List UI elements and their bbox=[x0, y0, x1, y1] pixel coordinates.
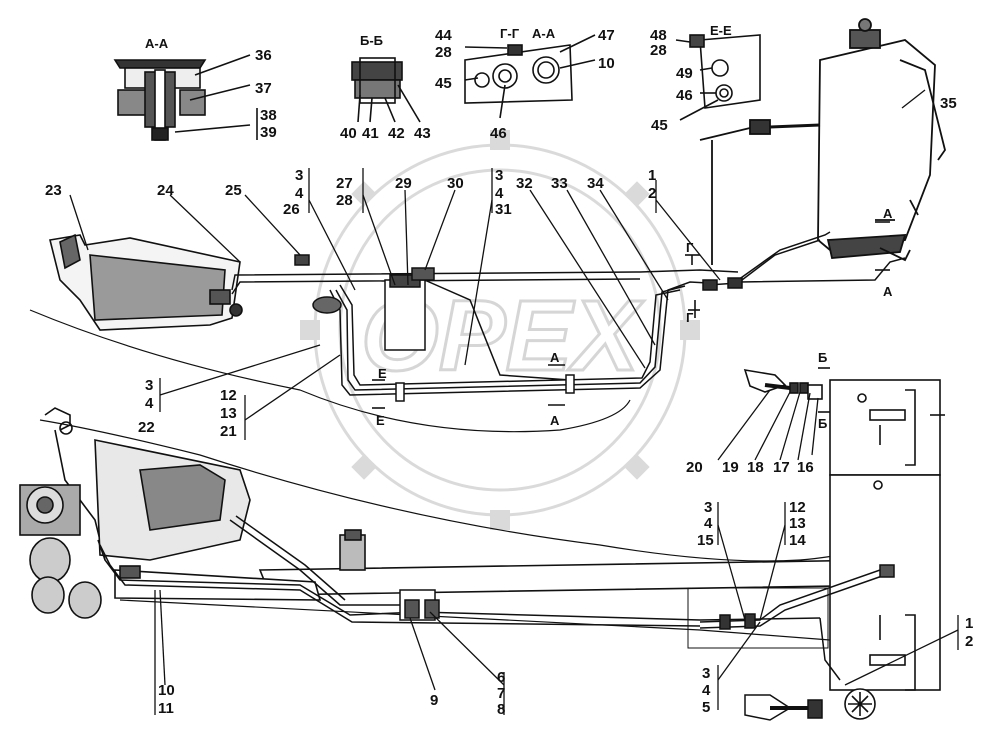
callout-23: 23 bbox=[45, 182, 62, 199]
callout-21: 21 bbox=[220, 423, 237, 440]
callout-9: 9 bbox=[430, 692, 438, 709]
frame-bracket-upper bbox=[743, 368, 945, 476]
callout-10-bot: 10 bbox=[158, 682, 175, 699]
callout-46-b: 46 bbox=[676, 87, 693, 104]
callout-40: 40 bbox=[340, 125, 357, 142]
leader-lines bbox=[69, 89, 959, 715]
mark-e-1: Е bbox=[378, 366, 387, 381]
mark-b-1: Б bbox=[818, 350, 827, 365]
callout-4-top-a: 4 bbox=[295, 185, 304, 202]
engine-block bbox=[29, 233, 631, 433]
callout-18: 18 bbox=[747, 459, 764, 476]
callout-3-mid: 3 bbox=[704, 499, 712, 516]
callout-43: 43 bbox=[414, 125, 431, 142]
callout-32: 32 bbox=[516, 175, 533, 192]
callout-2-bot: 2 bbox=[965, 633, 973, 650]
mark-g-2: Г bbox=[686, 310, 694, 325]
callout-5: 5 bbox=[702, 699, 710, 716]
callout-4-bot: 4 bbox=[702, 682, 711, 699]
fuel-tank-35 bbox=[699, 18, 946, 265]
upper-fuel-pipes bbox=[231, 231, 906, 402]
callout-2-top: 2 bbox=[648, 185, 656, 202]
callout-3-bot: 3 bbox=[702, 665, 710, 682]
callout-34: 34 bbox=[587, 175, 604, 192]
callout-33: 33 bbox=[551, 175, 568, 192]
callout-37: 37 bbox=[255, 80, 272, 97]
callout-20: 20 bbox=[686, 459, 703, 476]
detail-e-e bbox=[675, 34, 761, 121]
callout-4-mid: 4 bbox=[704, 515, 713, 532]
callout-7: 7 bbox=[497, 685, 505, 702]
callout-3-left: 3 bbox=[145, 377, 153, 394]
title-e-e: Е-Е bbox=[710, 23, 732, 38]
callout-28-b: 28 bbox=[435, 44, 452, 61]
callout-38: 38 bbox=[260, 107, 277, 124]
callout-4-top-b: 4 bbox=[495, 185, 504, 202]
mark-a-mid-1: А bbox=[550, 350, 560, 365]
detail-b-b bbox=[351, 57, 421, 123]
callout-numbers: 1 2 3 4 26 27 28 29 30 3 4 31 32 33 34 3… bbox=[45, 27, 973, 718]
engine-lower-left bbox=[19, 407, 366, 619]
mark-a-mid-2: А bbox=[550, 413, 560, 428]
section-cut-marks bbox=[372, 221, 890, 413]
section-titles: А-А Б-Б Г-Г А-А Е-Е bbox=[145, 23, 732, 51]
callout-24: 24 bbox=[157, 182, 174, 199]
callout-12-mid: 12 bbox=[789, 499, 806, 516]
callout-8: 8 bbox=[497, 701, 505, 718]
callout-3-top-b: 3 bbox=[495, 167, 503, 184]
callout-36: 36 bbox=[255, 47, 272, 64]
lower-fuel-pipes bbox=[97, 515, 895, 721]
callout-3-top-a: 3 bbox=[295, 167, 303, 184]
callout-29: 29 bbox=[395, 175, 412, 192]
callout-30: 30 bbox=[447, 175, 464, 192]
title-b-b: Б-Б bbox=[360, 33, 383, 48]
callout-13-left: 13 bbox=[220, 405, 237, 422]
title-a-a-left: А-А bbox=[145, 36, 169, 51]
mark-a-right-1: А bbox=[883, 206, 893, 221]
mark-b-2: Б bbox=[818, 416, 827, 431]
callout-45-b: 45 bbox=[651, 117, 668, 134]
section-marks: А А Г Г А А Е Е Б Б bbox=[376, 206, 893, 431]
callout-27: 27 bbox=[336, 175, 353, 192]
callout-47: 47 bbox=[598, 27, 615, 44]
callout-19: 19 bbox=[722, 459, 739, 476]
callout-49: 49 bbox=[676, 65, 693, 82]
title-a-a-right: А-А bbox=[532, 26, 556, 41]
callout-15: 15 bbox=[697, 532, 714, 549]
mark-g-1: Г bbox=[686, 240, 694, 255]
callout-26: 26 bbox=[283, 201, 300, 218]
callout-13-mid: 13 bbox=[789, 515, 806, 532]
callout-4-left: 4 bbox=[145, 395, 154, 412]
callout-22: 22 bbox=[138, 419, 155, 436]
callout-42: 42 bbox=[388, 125, 405, 142]
callout-46-a: 46 bbox=[490, 125, 507, 142]
callout-39: 39 bbox=[260, 124, 277, 141]
callout-48: 48 bbox=[650, 27, 667, 44]
callout-6: 6 bbox=[497, 669, 505, 686]
callout-12-left: 12 bbox=[220, 387, 237, 404]
callout-11: 11 bbox=[158, 700, 174, 717]
callout-41: 41 bbox=[362, 125, 379, 142]
chassis-lower bbox=[39, 419, 941, 720]
callout-16: 16 bbox=[797, 459, 814, 476]
callout-17: 17 bbox=[773, 459, 790, 476]
callout-45-a: 45 bbox=[435, 75, 452, 92]
mark-a-right-2: А bbox=[883, 284, 893, 299]
callout-10-top: 10 bbox=[598, 55, 615, 72]
callout-31: 31 bbox=[495, 201, 512, 218]
detail-a-a-left bbox=[113, 54, 258, 141]
callout-35: 35 bbox=[940, 95, 957, 112]
mark-e-2: Е bbox=[376, 413, 385, 428]
callout-25: 25 bbox=[225, 182, 242, 199]
title-g-g: Г-Г bbox=[500, 26, 520, 41]
callout-14: 14 bbox=[789, 532, 806, 549]
callout-44: 44 bbox=[435, 27, 452, 44]
detail-g-g bbox=[464, 34, 596, 119]
callout-1-top: 1 bbox=[648, 167, 656, 184]
callout-28-c: 28 bbox=[650, 42, 667, 59]
callout-28-a: 28 bbox=[336, 192, 353, 209]
callout-1-bot: 1 bbox=[965, 615, 973, 632]
